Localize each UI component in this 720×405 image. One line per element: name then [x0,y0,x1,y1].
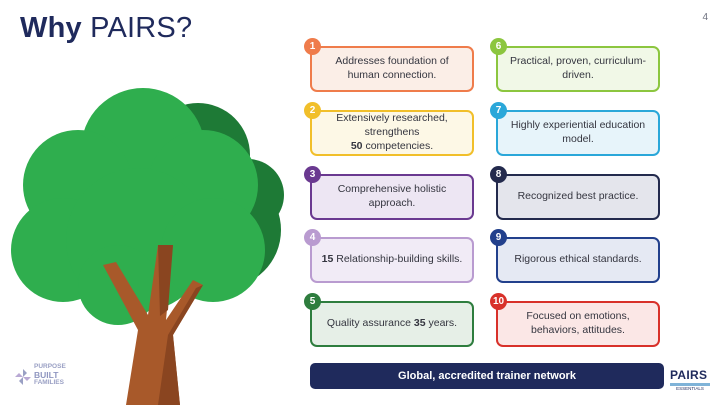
pairs-logo: PAIRS ESSENTIALS [670,368,710,396]
card-5-text-main: Quality assurance [326,317,414,330]
card-9-number-badge: 9 [490,229,507,246]
card-10: Focused on emotions, behaviors, attitude… [496,301,660,347]
card-1-number-badge: 1 [304,38,321,55]
card-8: Recognized best practice. [496,174,660,220]
card-8-text: Recognized best practice. [517,190,639,203]
card-5: Quality assurance 35 years. [310,301,474,347]
card-10-text: Focused on emotions, behaviors, attitude… [526,310,630,336]
title-light: PAIRS? [90,12,193,44]
card-6-number-badge: 6 [490,38,507,55]
logo-left-text: PURPOSE BUILT FAMILIES [34,363,66,387]
pairs-logo-word: PAIRS [670,368,708,382]
card-1: Addresses foundation of human connection… [310,46,474,92]
tree-foliage [11,88,265,325]
card-3-text: Comprehensive holistic approach. [337,183,447,209]
card-5-number-badge: 5 [304,293,321,310]
page-number: 4 [702,12,708,23]
pairs-logo-sub: ESSENTIALS [676,386,704,391]
card-2-text: Extensively researched, strengthens 50 c… [320,112,464,154]
card-4: 15 Relationship-building skills. [310,237,474,283]
card-4-text-main: Relationship-building skills. [333,253,463,266]
card-2-number-badge: 2 [304,102,321,119]
card-7: Highly experiential education model. [496,110,660,156]
logo-left-line2: BUILT [34,369,59,380]
card-10-number-badge: 10 [490,293,507,310]
logo-left-line1: PURPOSE [34,363,66,370]
card-3-number-badge: 3 [304,166,321,183]
purpose-built-families-logo: PURPOSE BUILT FAMILIES [14,362,74,394]
card-9-text: Rigorous ethical standards. [514,253,642,266]
card-5-text-after: years. [425,317,458,330]
pinwheel-icon [15,369,31,385]
card-1-text: Addresses foundation of human connection… [335,55,449,81]
tree-illustration [11,88,284,405]
card-7-text: Highly experiential education model. [510,119,646,145]
global-trainer-banner: Global, accredited trainer network [310,363,664,389]
card-6: Practical, proven, curriculum-driven. [496,46,660,92]
card-9: Rigorous ethical standards. [496,237,660,283]
logo-left-line3: FAMILIES [34,378,64,386]
tree-trunk [103,245,203,405]
card-8-number-badge: 8 [490,166,507,183]
card-2-text-main: Extensively researched, strengthens [336,112,448,139]
card-4-bold-number: 15 [321,253,334,266]
page-title: Why PAIRS? [20,12,192,45]
card-2-bold-number: 50 [350,139,363,152]
title-bold: Why [20,12,82,44]
card-4-text: 15 Relationship-building skills. [322,253,463,267]
card-5-text: Quality assurance 35 years. [327,317,457,331]
card-2: Extensively researched, strengthens 50 c… [310,110,474,156]
card-7-number-badge: 7 [490,102,507,119]
card-3: Comprehensive holistic approach. [310,174,474,220]
pairs-logo-stripe [670,383,710,386]
card-6-text: Practical, proven, curriculum-driven. [510,55,646,81]
card-5-bold-number: 35 [413,317,426,330]
card-4-number-badge: 4 [304,229,321,246]
card-2-text-rest: competencies. [362,139,434,152]
